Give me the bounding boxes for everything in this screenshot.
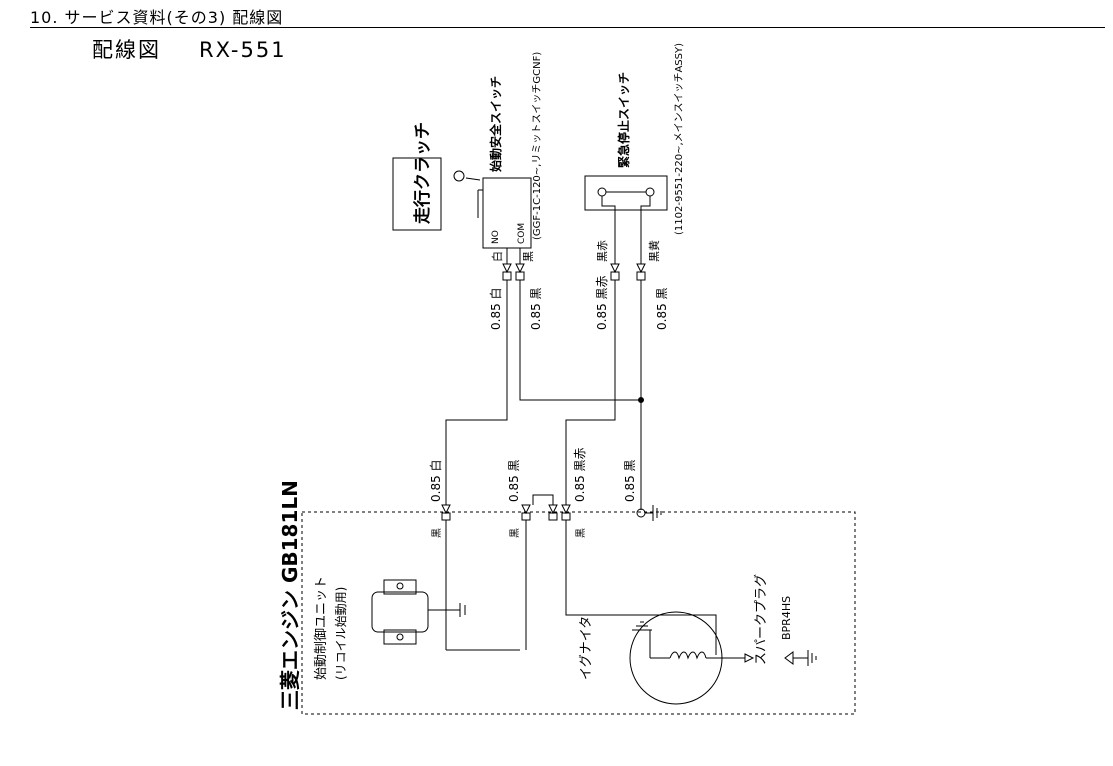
model-number: RX-551 <box>199 38 287 62</box>
wire-code-inner: 黒 <box>431 528 443 538</box>
connector-row-top <box>502 263 646 281</box>
engine-frame <box>301 511 856 715</box>
title-label: 配線図 <box>92 38 161 62</box>
page-title: 配線図 RX-551 <box>92 34 287 64</box>
wire-black <box>519 280 641 650</box>
pull-switch-part: (GGF-1C-120~,リミットスイッチGCNF) <box>531 52 543 240</box>
section-heading: 10. サービス資料(その3) 配線図 <box>30 8 284 27</box>
wire-black-ground <box>638 280 644 510</box>
wire-spec: 0.85 白 <box>488 287 503 330</box>
terminal-com: COM <box>517 223 527 244</box>
wire-spec: 0.85 白 <box>428 459 443 502</box>
stop-switch-part: (1102-9551-220~,メインスイッチASSY) <box>673 43 685 235</box>
wire-code: 黒黄 <box>647 240 661 262</box>
pull-switch-label: 始動安全スイッチ <box>488 76 503 172</box>
wire-code-inner: 黒 <box>509 528 521 538</box>
spark-plug-label: スパークプラグ <box>754 574 769 665</box>
wire-spec: 0.85 黒赤 <box>573 447 587 502</box>
control-unit-body <box>371 579 466 645</box>
terminal-no: NO <box>491 230 501 244</box>
wire-spec: 0.85 黒 <box>507 459 521 502</box>
wire-code: 白 <box>490 251 504 262</box>
heading-rule <box>30 27 1105 28</box>
clutch-label: 走行クラッチ <box>412 122 433 224</box>
connector-row-bottom <box>441 504 571 521</box>
wire-spec: 0.85 黒 <box>623 459 637 502</box>
wire-code: 黒 <box>522 251 535 262</box>
ground-symbol-top <box>636 505 662 521</box>
wire-code-inner: 黒 <box>575 528 587 538</box>
spark-plug-part: BPR4HS <box>780 596 793 640</box>
wire-spec: 0.85 黒赤 <box>595 275 609 330</box>
wire-spec: 0.85 黒 <box>529 287 543 330</box>
engine-label: 三菱エンジン GB181LN <box>278 480 302 710</box>
wire-code: 黒赤 <box>596 240 609 262</box>
igniter-label: イグナイタ <box>579 616 594 680</box>
wire-white <box>445 280 520 651</box>
wire-spec: 0.85 黒 <box>655 287 669 330</box>
igniter-body <box>629 611 755 705</box>
stop-switch-label: 緊急停止スイッチ <box>616 72 631 168</box>
clutch-box <box>392 157 442 231</box>
control-unit-sub-label: (リコイル始動用) <box>334 587 348 680</box>
pull-switch-body <box>453 170 532 264</box>
control-unit-label: 始動制御ユニット <box>314 576 329 680</box>
spark-plug-ground <box>784 650 817 666</box>
stop-switch-body <box>584 175 668 264</box>
